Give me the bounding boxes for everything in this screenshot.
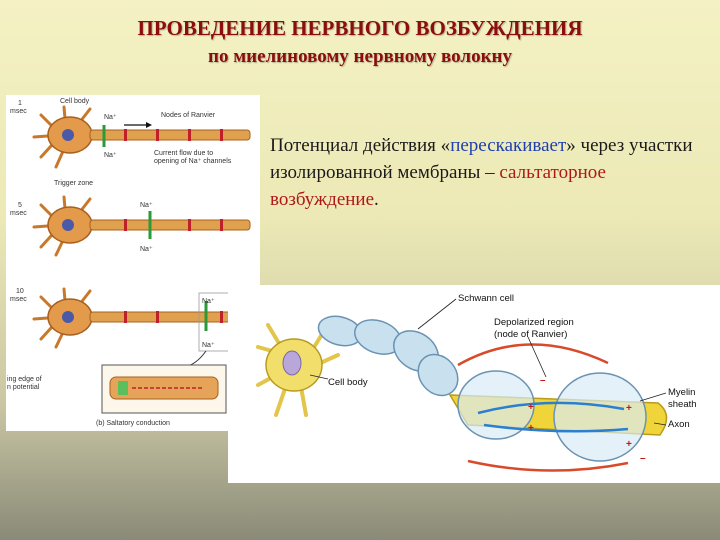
na-label-2: Na⁺: [104, 152, 117, 159]
plus-sign-3: +: [626, 403, 632, 414]
time-unit-1: msec: [10, 108, 27, 115]
description-part-5: .: [374, 189, 379, 210]
neuron-row-1: [32, 105, 251, 169]
saltatory-conduction-figure: 1 msec 5 msec 10 msec Cell body Nodes of…: [6, 95, 260, 431]
trigger-zone-label: Trigger zone: [54, 180, 93, 187]
myelin-label: Myelin: [668, 387, 695, 398]
axon-label: Axon: [668, 419, 690, 430]
current-flow-label-1: Current flow due to: [154, 150, 213, 157]
nodes-of-ranvier-label: Nodes of Ranvier: [161, 112, 216, 119]
current-flow-arrows: [457, 343, 629, 472]
node-of-ranvier-label: (node of Ranvier): [494, 329, 567, 340]
saltatory-inset: [101, 350, 227, 414]
highlight-saltatory: сальтаторное возбуждение: [270, 162, 606, 210]
figure-caption: (b) Saltatory conduction: [96, 420, 170, 427]
current-flow-label-2: opening of Na⁺ channels: [154, 158, 232, 165]
plus-sign-4: +: [626, 439, 632, 450]
minus-sign-1: –: [540, 375, 546, 386]
na-label-6: Na⁺: [202, 342, 215, 349]
time-label-3: 10: [16, 288, 24, 295]
time-unit-3: msec: [10, 296, 27, 303]
na-label-3: Na⁺: [140, 202, 153, 209]
time-label-2: 5: [18, 202, 22, 209]
minus-sign-2: –: [640, 453, 646, 464]
plus-sign-2: +: [528, 423, 534, 434]
description-part-1: Потенциал действия «: [270, 135, 451, 156]
description-text: Потенциал действия «перескакивает» через…: [270, 132, 710, 213]
schwann-cell-label: Schwann cell: [458, 293, 514, 304]
cell-body-label: Cell body: [60, 98, 90, 105]
na-label-4: Na⁺: [140, 246, 153, 253]
slide-title: ПРОВЕДЕНИЕ НЕРВНОГО ВОЗБУЖДЕНИЯ: [137, 16, 583, 40]
highlight-jumps: перескакивает: [450, 135, 567, 156]
plus-sign-1: +: [528, 402, 534, 413]
leading-edge-label-2: n potential: [7, 384, 40, 391]
myelinated-axon-figure: + + + + – – Schwann cell Depolarized reg…: [228, 285, 720, 483]
na-label-1: Na⁺: [104, 114, 117, 121]
neuron-row-2: [32, 195, 251, 257]
neuron-row-3: [32, 287, 251, 352]
leading-edge-label-1: ing edge of: [7, 376, 42, 383]
depolarized-region-label: Depolarized region: [494, 317, 574, 328]
sheath-segment-2: [553, 372, 647, 462]
cell-body-drawing: [256, 323, 340, 417]
myelin-segments: [317, 315, 459, 397]
slide-subtitle: по миелиновому нервному волокну: [208, 46, 512, 67]
description-part-3: » через участки изолированной мембраны –: [270, 135, 693, 183]
cell-body-label-b: Cell body: [328, 377, 368, 388]
sheath-label: sheath: [668, 399, 697, 410]
time-label-1: 1: [18, 100, 22, 107]
time-unit-2: msec: [10, 210, 27, 217]
na-label-5: Na⁺: [202, 298, 215, 305]
